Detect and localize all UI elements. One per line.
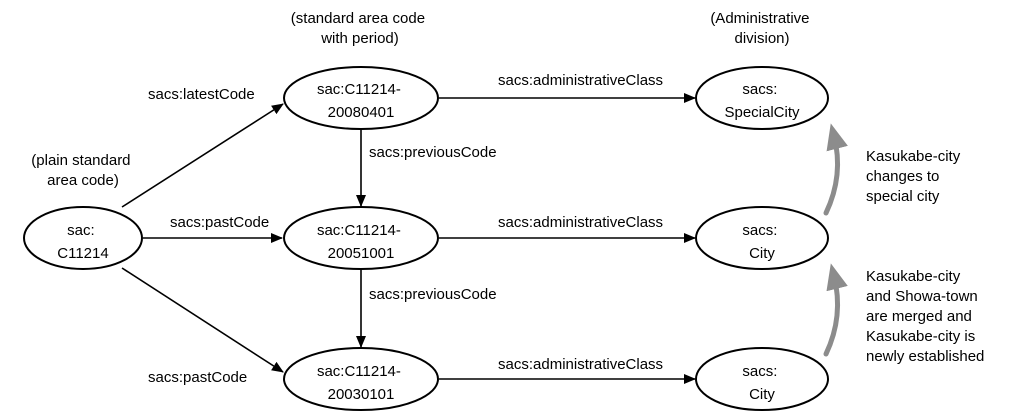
edge-label-admin-class-2005: sacs:administrativeClass [498, 214, 663, 231]
change-note-line: Kasukabe-city is [866, 328, 975, 345]
change-note-line: Kasukabe-city [866, 268, 961, 285]
node-shape [283, 66, 439, 130]
edge-label-latest-code: sacs:latestCode [148, 86, 255, 103]
node-special-city: sacs: SpecialCity [695, 66, 829, 130]
edge-label-past-code-2003: sacs:pastCode [148, 369, 247, 386]
node-shape [283, 206, 439, 270]
node-label-line: City [749, 245, 775, 262]
node-label-line: sac:C11214- [317, 363, 401, 380]
node-label-line: 20080401 [328, 104, 395, 121]
node-label: sac:C11214- 20030101 [317, 363, 405, 403]
header-note-line: area code) [47, 172, 119, 189]
node-label: sac: C11214 [57, 222, 108, 262]
node-label-line: City [749, 386, 775, 403]
node-shape [283, 347, 439, 411]
change-note-line: are merged and [866, 308, 972, 325]
edge-label-admin-class-2003: sacs:administrativeClass [498, 356, 663, 373]
header-note-line: (plain standard [31, 152, 130, 169]
node-city-2003: sacs: City [695, 347, 829, 411]
change-note-line: and Showa-town [866, 288, 978, 305]
node-shape [695, 206, 829, 270]
change-note-line: special city [866, 188, 940, 205]
node-label-line: SpecialCity [724, 104, 800, 121]
node-label: sac:C11214- 20080401 [317, 81, 405, 121]
node-code-20080401: sac:C11214- 20080401 [283, 66, 439, 130]
change-note-special-city: Kasukabe-city changes to special city [866, 148, 964, 205]
node-label-line: sac: [67, 222, 95, 239]
node-label: sacs: City [742, 222, 781, 262]
header-note-line: (Administrative [710, 10, 809, 27]
node-label: sacs: SpecialCity [724, 81, 800, 121]
change-note-line: changes to [866, 168, 939, 185]
edge-label-admin-class-2008: sacs:administrativeClass [498, 72, 663, 89]
node-shape [23, 206, 143, 270]
edge-past-code-2003 [121, 267, 284, 373]
node-label-line: sacs: [742, 81, 777, 98]
node-label: sac:C11214- 20051001 [317, 222, 405, 262]
header-note-period-code: (standard area code with period) [291, 10, 429, 47]
node-plain-code: sac: C11214 [23, 206, 143, 270]
node-code-20051001: sac:C11214- 20051001 [283, 206, 439, 270]
change-note-line: newly established [866, 348, 984, 365]
header-note-line: division) [734, 30, 789, 47]
node-label-line: sacs: [742, 363, 777, 380]
node-label-line: sac:C11214- [317, 222, 401, 239]
change-note-merger: Kasukabe-city and Showa-town are merged … [866, 268, 984, 365]
node-label-line: sac:C11214- [317, 81, 401, 98]
change-note-line: Kasukabe-city [866, 148, 961, 165]
edge-label-past-code-2005: sacs:pastCode [170, 214, 269, 231]
node-shape [695, 66, 829, 130]
edge-label-previous-code-lower: sacs:previousCode [369, 286, 497, 303]
node-label: sacs: City [742, 363, 781, 403]
node-label-line: C11214 [57, 245, 108, 262]
header-note-admin-division: (Administrative division) [710, 10, 813, 47]
header-note-plain-code: (plain standard area code) [31, 152, 134, 189]
header-note-line: (standard area code [291, 10, 425, 27]
change-arrow-lower [823, 263, 848, 357]
edge-latest-code [121, 103, 284, 208]
change-arrow-upper [823, 123, 848, 216]
node-shape [695, 347, 829, 411]
node-label-line: 20051001 [328, 245, 395, 262]
header-note-line: with period) [320, 30, 399, 47]
node-label-line: sacs: [742, 222, 777, 239]
node-label-line: 20030101 [328, 386, 395, 403]
node-code-20030101: sac:C11214- 20030101 [283, 347, 439, 411]
edge-label-previous-code-upper: sacs:previousCode [369, 144, 497, 161]
node-city-2005: sacs: City [695, 206, 829, 270]
